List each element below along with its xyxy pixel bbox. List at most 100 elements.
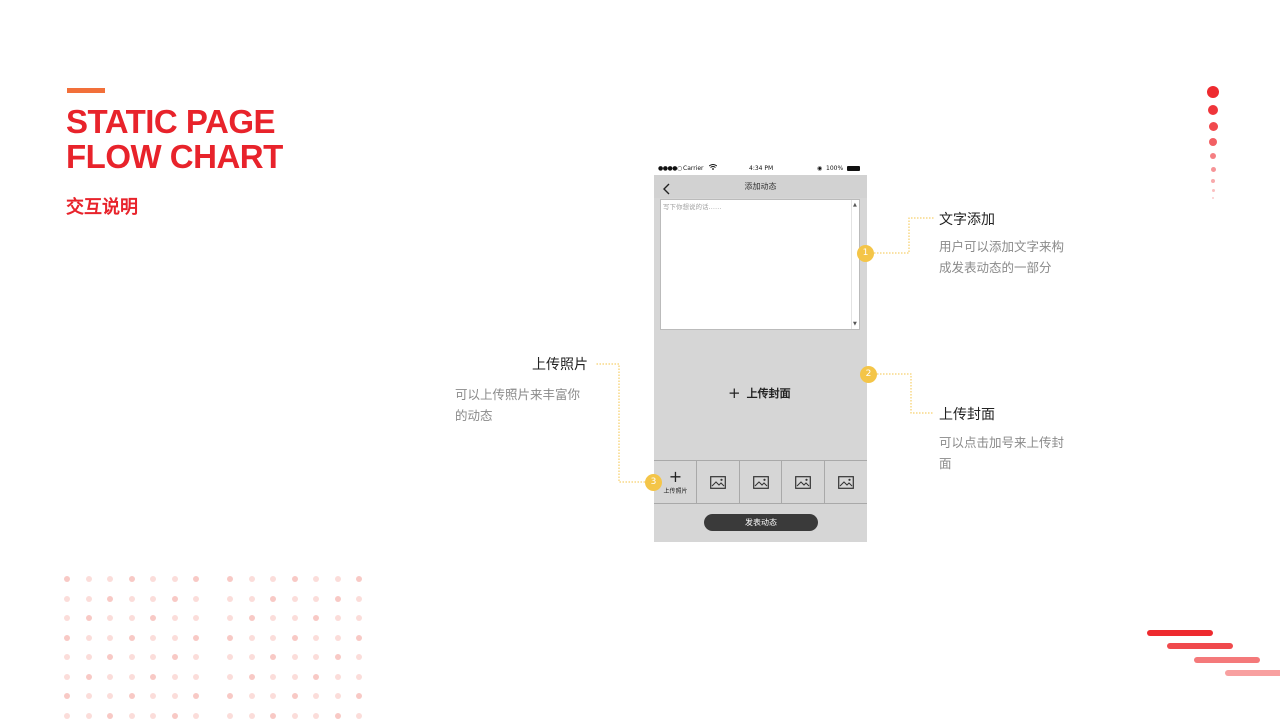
scroll-up-arrow-icon[interactable]: ▲ — [853, 202, 857, 208]
plus-icon: + — [728, 383, 741, 402]
decorative-dot — [270, 634, 276, 641]
upload-photo-button[interactable]: + 上传照片 — [654, 461, 697, 503]
callout-title-2: 上传封面 — [939, 407, 995, 423]
decorative-dot — [85, 654, 92, 660]
decorative-dot — [64, 634, 70, 641]
decorative-dot — [85, 595, 92, 602]
decorative-dot — [128, 595, 135, 602]
callout-title-3: 上传照片 — [532, 357, 588, 373]
callout-desc-3-line1: 可以上传照片来丰富你 — [455, 387, 581, 402]
decorative-dot — [334, 576, 341, 582]
decorative-dot — [227, 634, 233, 641]
decorative-dot — [107, 673, 113, 680]
decorative-dot — [64, 673, 70, 680]
decorative-dot — [270, 595, 276, 602]
decorative-dot — [107, 693, 113, 699]
image-icon — [709, 476, 726, 489]
decorative-dot — [107, 615, 113, 621]
decorative-dot — [193, 654, 199, 660]
decorative-dot — [248, 693, 255, 699]
decorative-dot — [193, 712, 199, 719]
battery-icon — [847, 165, 860, 171]
nav-title: 添加动态 — [744, 182, 777, 191]
leader-line-1 — [874, 217, 934, 254]
decorative-dot — [334, 595, 341, 602]
decorative-dot — [193, 576, 199, 582]
decorative-dot — [227, 654, 233, 660]
chevron-left-icon[interactable] — [662, 180, 672, 195]
decorative-dot — [356, 673, 362, 680]
decorative-dot — [291, 634, 298, 641]
decorative-dot — [356, 712, 362, 719]
decorative-dot — [248, 712, 255, 719]
photo-slot[interactable] — [825, 461, 867, 503]
decorative-dots-vertical — [1205, 86, 1223, 206]
wifi-icon — [708, 164, 718, 172]
page-title-line1: STATIC PAGE — [66, 103, 275, 140]
page-title-line2: FLOW CHART — [66, 138, 283, 175]
decorative-dot — [291, 673, 298, 680]
decorative-dot — [85, 673, 92, 680]
decorative-dot — [227, 615, 233, 621]
decorative-dot — [356, 634, 362, 641]
callout-desc-2-line1: 可以点击加号来上传封 — [939, 435, 1065, 450]
decorative-line-3 — [1194, 657, 1260, 663]
callout-badge-3: 3 — [645, 474, 662, 491]
decorative-dot — [248, 673, 255, 680]
decorative-dot — [128, 693, 135, 699]
callout-badge-1: 1 — [857, 245, 874, 262]
decorative-dot — [64, 693, 70, 699]
decorative-dot — [64, 576, 70, 582]
callout-desc-3: 可以上传照片来丰富你 的动态 — [455, 384, 580, 426]
decorative-dot — [248, 595, 255, 602]
decorative-dot — [270, 712, 276, 719]
textarea-scrollbar[interactable]: ▲ ▼ — [851, 200, 859, 329]
post-text-input[interactable]: 写下你想说的话…… ▲ ▼ — [660, 199, 860, 330]
decorative-dot — [64, 595, 70, 602]
decorative-dot — [313, 654, 319, 660]
decorative-dot — [334, 634, 341, 641]
decorative-dot — [150, 615, 156, 621]
decorative-dot — [64, 654, 70, 660]
decorative-dot — [248, 576, 255, 582]
decorative-dot — [193, 595, 199, 602]
status-bar: ●●●●○ Carrier 4:34 PM ◉ 100% — [654, 162, 867, 175]
decorative-dot — [227, 673, 233, 680]
decorative-dot — [313, 673, 319, 680]
upload-cover-button[interactable]: + 上传封面 — [728, 385, 791, 401]
decorative-dot — [291, 576, 298, 582]
scroll-down-arrow-icon[interactable]: ▼ — [853, 321, 857, 327]
publish-button[interactable]: 发表动态 — [704, 514, 818, 531]
decorative-dot — [107, 654, 113, 660]
photo-slot[interactable] — [740, 461, 783, 503]
decorative-dot — [150, 654, 156, 660]
decorative-dot — [291, 654, 298, 660]
nav-bar: 添加动态 — [654, 175, 867, 198]
decorative-dot — [270, 615, 276, 621]
decorative-dot — [356, 654, 362, 660]
decorative-dot — [356, 576, 362, 582]
decorative-line-1 — [1147, 630, 1213, 636]
decorative-dot-grid-left — [64, 576, 214, 720]
decorative-dot — [193, 615, 199, 621]
decorative-dot — [313, 595, 319, 602]
decorative-dot — [270, 673, 276, 680]
decorative-dot — [193, 634, 199, 641]
decorative-dot — [171, 576, 178, 582]
lock-rotation-icon: ◉ — [817, 165, 823, 172]
leader-line-3 — [595, 363, 645, 483]
decorative-dot — [64, 712, 70, 719]
callout-title-1: 文字添加 — [939, 212, 995, 228]
callout-desc-1-line1: 用户可以添加文字来构 — [939, 239, 1065, 254]
decorative-dot — [171, 634, 178, 641]
decorative-dot — [270, 693, 276, 699]
decorative-dot — [150, 595, 156, 602]
decorative-dot — [227, 595, 233, 602]
decorative-dot — [334, 712, 341, 719]
decorative-dot — [193, 693, 199, 699]
photo-slot[interactable] — [697, 461, 740, 503]
photo-slot[interactable] — [782, 461, 826, 503]
decorative-dot — [270, 576, 276, 582]
decorative-dot — [128, 615, 135, 621]
page-subtitle: 交互说明 — [66, 197, 138, 218]
